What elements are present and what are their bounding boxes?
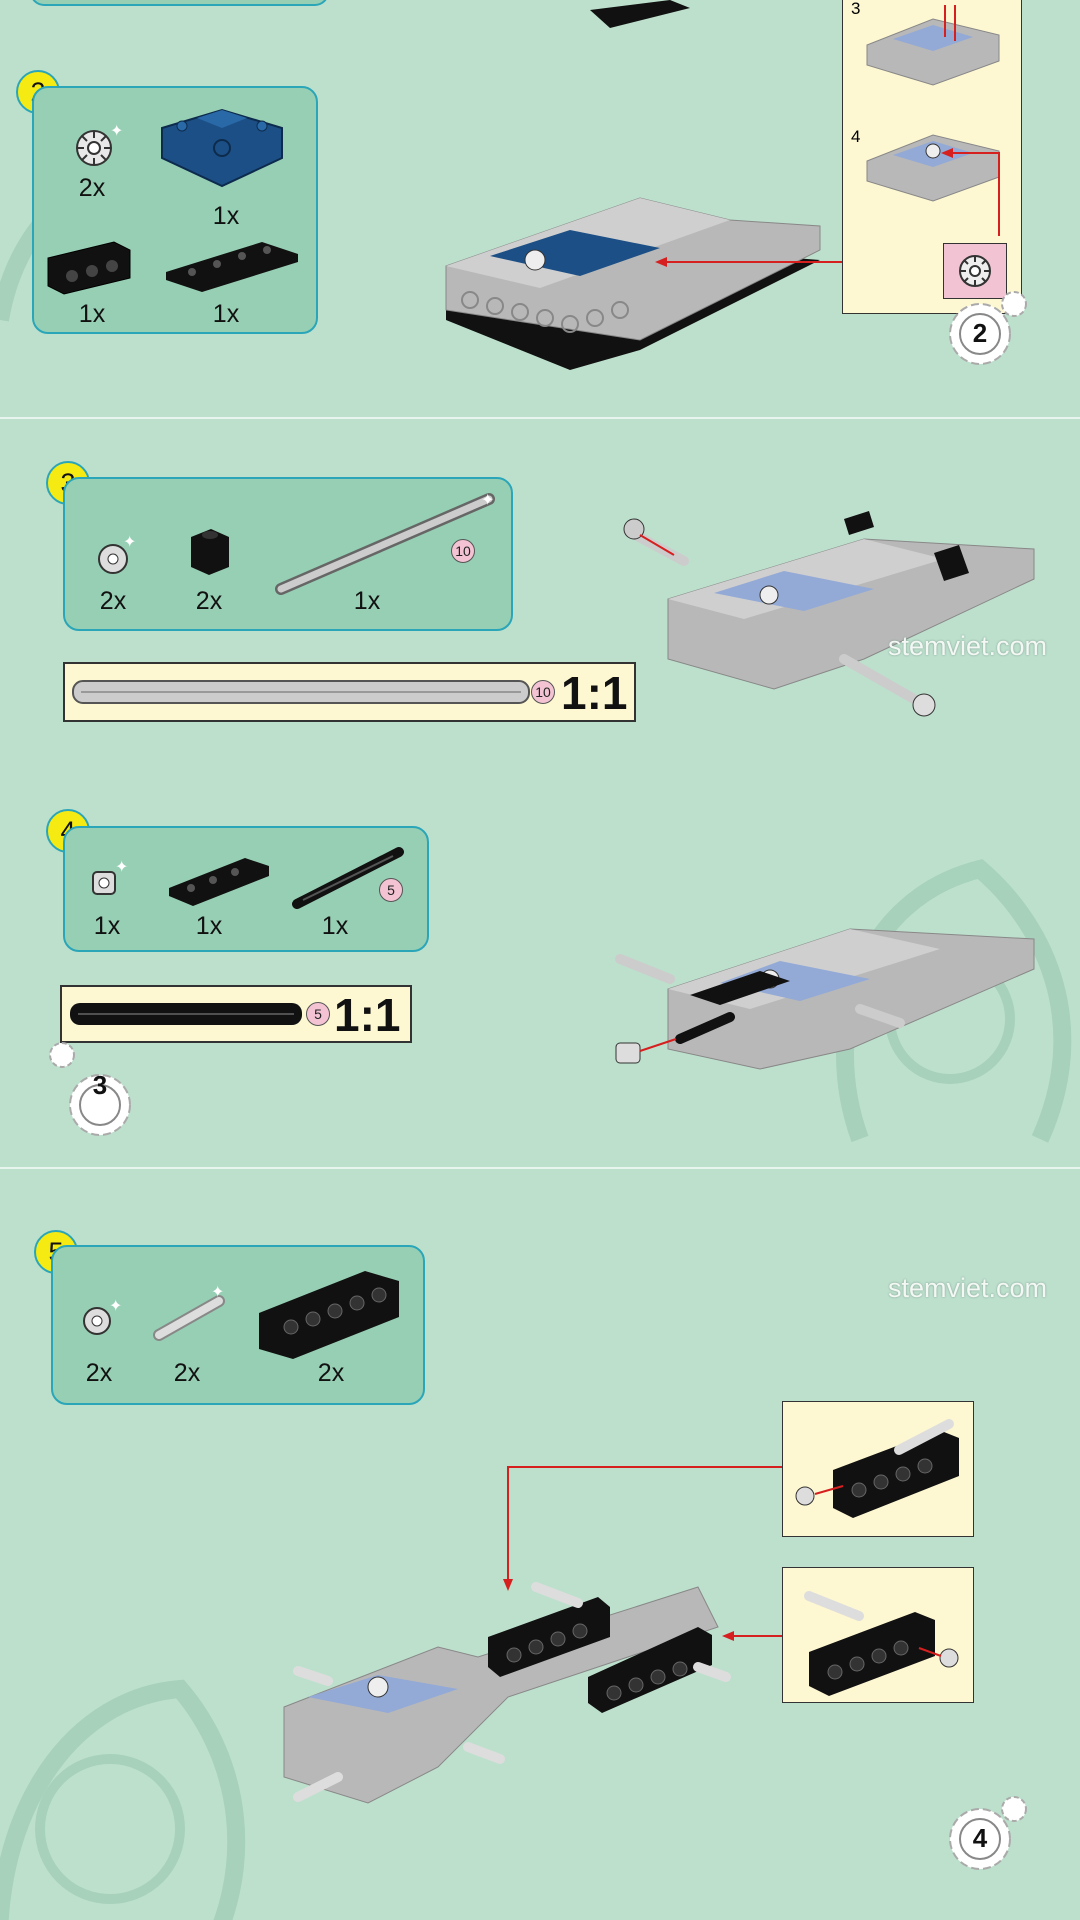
parts-box: ✦ 2x ✦ 2x 2x [51, 1245, 425, 1405]
substep-model-a [866, 5, 1000, 86]
axle-10-ruler-icon [72, 680, 530, 704]
black-plate-remnant [590, 0, 690, 28]
substep-callout: 3 4 [842, 0, 1022, 314]
black-beam-part-icon [259, 1271, 399, 1359]
red-arrow [503, 1466, 782, 1591]
scale-label: 1:1 [561, 667, 628, 719]
svg-text:✦: ✦ [123, 534, 136, 551]
part-qty: 1x [78, 300, 106, 328]
axle-scale-ruler: 5 1:1 [60, 985, 412, 1043]
part-qty: 2x [173, 1359, 201, 1387]
long-axle-part-icon: ✦ [275, 492, 495, 595]
beam-with-pin-icon [795, 1419, 959, 1518]
part-qty: 2x [317, 1359, 345, 1387]
part-qty: 1x [353, 587, 381, 615]
black-brick-part-icon [191, 529, 229, 575]
assembly-model-step4 [615, 928, 1035, 1070]
red-arrow [655, 257, 845, 267]
page-gear-icon [49, 1042, 131, 1136]
part-qty: 1x [212, 300, 240, 328]
black-plate-part-icon [169, 858, 269, 906]
svg-text:✦: ✦ [211, 1284, 224, 1301]
red-arrow [722, 1631, 782, 1641]
substep-number: 4 [851, 127, 861, 146]
scale-label: 1:1 [334, 989, 401, 1041]
subassembly-callout [782, 1567, 974, 1703]
axle-scale-ruler: 10 1:1 [63, 662, 636, 722]
dragon-ornament [0, 1679, 246, 1920]
bush-part-icon: ✦ [92, 859, 128, 895]
page-gear-icon [949, 1796, 1027, 1870]
beam-with-pin-icon [804, 1591, 959, 1696]
page-2: 2 ✦ 2x 1x 1x 1x [0, 0, 1080, 417]
part-qty: 2x [99, 587, 127, 615]
axle-pin-part-icon: ✦ [153, 1284, 225, 1341]
short-axle-part-icon [292, 847, 404, 909]
bush-part-icon: ✦ [83, 1298, 122, 1335]
page-number: 2 [972, 318, 988, 348]
part-qty: 2x [78, 174, 106, 202]
page-number: 3 [92, 1070, 108, 1100]
page-gear-icon [949, 291, 1027, 365]
watermark: stemviet.com [888, 1273, 1048, 1303]
gear-icon [959, 255, 991, 287]
page-3: 3 ✦ 2x 2x ✦ 10 1x 10 1:1 [0, 419, 1080, 1167]
assembly-model-step5 [283, 1582, 731, 1804]
svg-text:✦: ✦ [110, 123, 123, 140]
part-qty: 1x [212, 202, 240, 230]
previous-parts-box [30, 0, 329, 6]
black-beam-part-icon [47, 241, 131, 295]
page-divider [0, 1167, 1080, 1169]
page-number: 4 [972, 1823, 988, 1853]
assembly-model-step2 [445, 197, 821, 370]
black-plate-part-icon [166, 242, 298, 292]
axle-length-marker: 10 [531, 680, 555, 704]
watermark: stemviet.com [888, 631, 1048, 661]
svg-text:✦: ✦ [115, 859, 128, 876]
substep-model-b [866, 134, 1000, 236]
axle-length-marker: 5 [306, 1002, 330, 1026]
axle-length-marker: 10 [451, 539, 475, 563]
assembly-model-step3 [623, 511, 1035, 717]
part-qty: 2x [195, 587, 223, 615]
part-qty: 2x [85, 1359, 113, 1387]
part-qty: 1x [93, 912, 121, 940]
axle-5-ruler-icon [70, 1003, 302, 1025]
substep-number: 3 [851, 0, 861, 18]
parts-box: ✦ 1x 1x 5 1x [63, 826, 429, 952]
page-divider [0, 417, 1080, 419]
svg-text:✦: ✦ [481, 492, 494, 509]
page-4: 5 ✦ 2x ✦ 2x 2x stemviet.com [0, 1169, 1080, 1920]
parts-box: ✦ 2x 2x ✦ 10 1x [63, 477, 513, 631]
subassembly-callout [782, 1401, 974, 1537]
parts-box: ✦ 2x 1x 1x 1x [32, 86, 318, 334]
gear-inset [943, 243, 1007, 299]
axle-length-marker: 5 [379, 878, 403, 902]
gear-part-icon: ✦ [76, 123, 123, 166]
part-qty: 1x [195, 912, 223, 940]
part-qty: 1x [321, 912, 349, 940]
blue-bracket-part-icon [161, 108, 283, 188]
bush-part-icon: ✦ [98, 534, 136, 574]
svg-text:✦: ✦ [109, 1298, 122, 1315]
